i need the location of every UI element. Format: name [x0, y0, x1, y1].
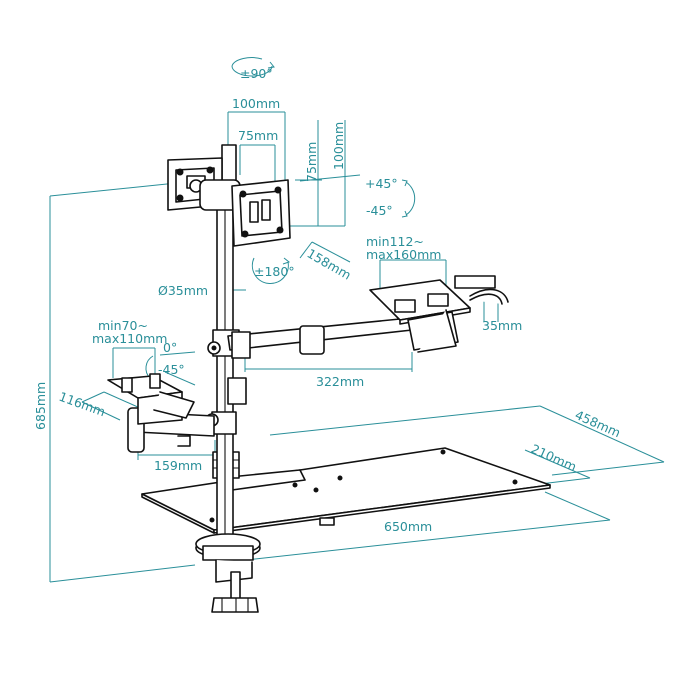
vesa-height-75-label: 75mm	[304, 142, 319, 182]
tilt-arc-icon	[401, 179, 416, 218]
phone-116-label: 116mm	[57, 389, 107, 420]
depth-458-label: 458mm	[573, 407, 623, 440]
vesa-height-100-label: 100mm	[331, 122, 346, 170]
pole-diameter-label: Ø35mm	[158, 283, 208, 298]
depth-210-label: 210mm	[529, 441, 579, 474]
rotation-90-icon	[231, 57, 275, 77]
swivel-180-label: ±180°	[254, 264, 295, 279]
clip-35-label: 35mm	[482, 318, 522, 333]
tilt-up-label: +45°	[365, 176, 398, 191]
laptop-arm	[227, 317, 413, 359]
width-650-label: 650mm	[384, 519, 432, 534]
keyboard-shelf	[141, 447, 551, 534]
height-685-label: 685mm	[33, 382, 48, 430]
phone-holder	[107, 373, 195, 425]
pole	[216, 164, 234, 551]
arm-159-label: 159mm	[154, 458, 202, 473]
phone-max-label: max110mm	[92, 331, 167, 346]
phone-tilt-0-label: 0°	[163, 340, 177, 355]
laptop-min-label: min112~	[366, 234, 424, 249]
phone-min-label: min70~	[98, 318, 148, 333]
rotation-90-label: ±90°	[240, 66, 273, 81]
dimension-labels: ±90° 100mm 75mm 75mm 100mm +45° -45° Ø35…	[33, 66, 623, 534]
monitor-head-right	[199, 179, 291, 247]
vesa-width-100-label: 100mm	[232, 96, 280, 111]
phone-tilt-45-label: -45°	[158, 362, 185, 377]
tilt-down-label: -45°	[366, 203, 393, 218]
laptop-tray	[369, 275, 509, 353]
desk-clamp	[195, 533, 261, 613]
laptop-max-label: max160mm	[366, 247, 441, 262]
vesa-width-75-label: 75mm	[238, 128, 278, 143]
arm-322-label: 322mm	[316, 374, 364, 389]
swivel-180-icon	[251, 257, 291, 284]
